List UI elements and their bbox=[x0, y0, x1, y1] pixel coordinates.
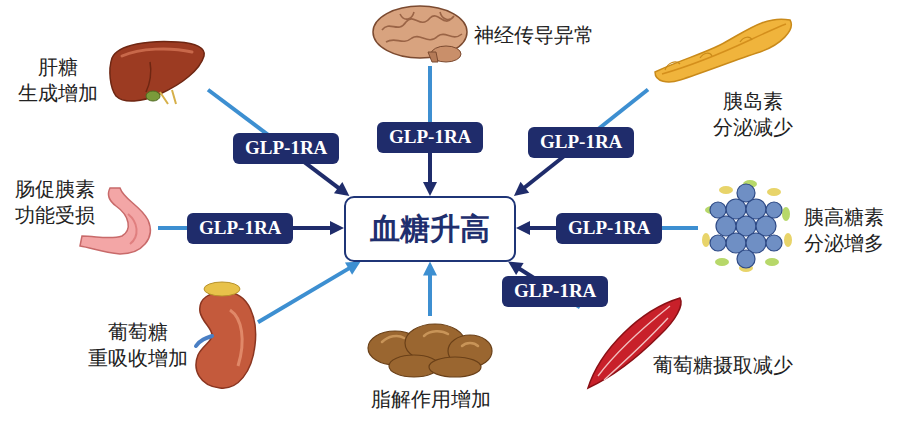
factor-item: 肠促胰素 功能受损 bbox=[8, 176, 158, 256]
factor-label: 肠促胰素 功能受损 bbox=[10, 176, 100, 228]
islet-illustration bbox=[702, 180, 792, 272]
arrow-connector bbox=[258, 262, 361, 323]
arrow-head bbox=[516, 221, 530, 235]
factor-label: 神经传导异常 bbox=[474, 22, 594, 48]
arrow-head bbox=[423, 262, 437, 276]
factor-item: 葡萄糖 重吸收增加 bbox=[86, 281, 258, 391]
pancreas-illustration bbox=[655, 19, 791, 82]
factor-label: 葡萄糖 重吸收增加 bbox=[86, 319, 190, 371]
liver-illustration bbox=[110, 42, 204, 104]
drug-label: GLP-1RA bbox=[568, 217, 650, 240]
fat-illustration bbox=[368, 324, 492, 377]
factor-label: 胰高糖素 分泌增多 bbox=[797, 204, 891, 256]
drug-label: GLP-1RA bbox=[199, 217, 281, 240]
drug-label: GLP-1RA bbox=[540, 131, 622, 154]
factor-label: 肝糖 生成增加 bbox=[12, 54, 104, 106]
factor-label: 胰岛素 分泌减少 bbox=[705, 88, 800, 140]
arrow-connector bbox=[423, 262, 437, 317]
arrow-head bbox=[423, 182, 437, 196]
drug-label: GLP-1RA bbox=[514, 280, 596, 303]
drug-label: GLP-1RA bbox=[245, 137, 327, 160]
central-box: 血糖升高 bbox=[344, 196, 516, 262]
drug-badge: GLP-1RA bbox=[556, 213, 662, 244]
drug-badge: GLP-1RA bbox=[502, 276, 608, 307]
factor-label: 葡萄糖摄取减少 bbox=[653, 352, 793, 378]
connector-line bbox=[258, 268, 350, 323]
factor-item: 胰岛素 分泌减少 bbox=[648, 8, 802, 142]
connector-line bbox=[428, 274, 432, 317]
arrow-head bbox=[514, 182, 529, 196]
factor-item: 胰高糖素 分泌增多 bbox=[698, 178, 896, 274]
factor-item: 神经传导异常 bbox=[370, 4, 602, 66]
kidney-illustration bbox=[196, 282, 256, 388]
factor-item: 肝糖 生成增加 bbox=[10, 38, 208, 110]
arrow-head bbox=[345, 262, 361, 275]
arrow-head bbox=[334, 182, 349, 196]
factor-label: 脂解作用增加 bbox=[371, 386, 491, 412]
arrow-connector bbox=[208, 90, 349, 196]
arrow-head bbox=[508, 262, 524, 275]
brain-illustration bbox=[373, 6, 467, 62]
drug-badge: GLP-1RA bbox=[233, 133, 339, 164]
drug-badge: GLP-1RA bbox=[377, 122, 483, 153]
drug-label: GLP-1RA bbox=[389, 126, 471, 149]
arrow-head bbox=[330, 221, 344, 235]
drug-badge: GLP-1RA bbox=[528, 127, 634, 158]
factor-item: 脂解作用增加 bbox=[366, 316, 496, 414]
drug-badge: GLP-1RA bbox=[187, 213, 293, 244]
box-title: 血糖升高 bbox=[370, 210, 490, 248]
factor-item: 葡萄糖摄取减少 bbox=[580, 296, 802, 392]
arrow-connector bbox=[514, 90, 648, 196]
